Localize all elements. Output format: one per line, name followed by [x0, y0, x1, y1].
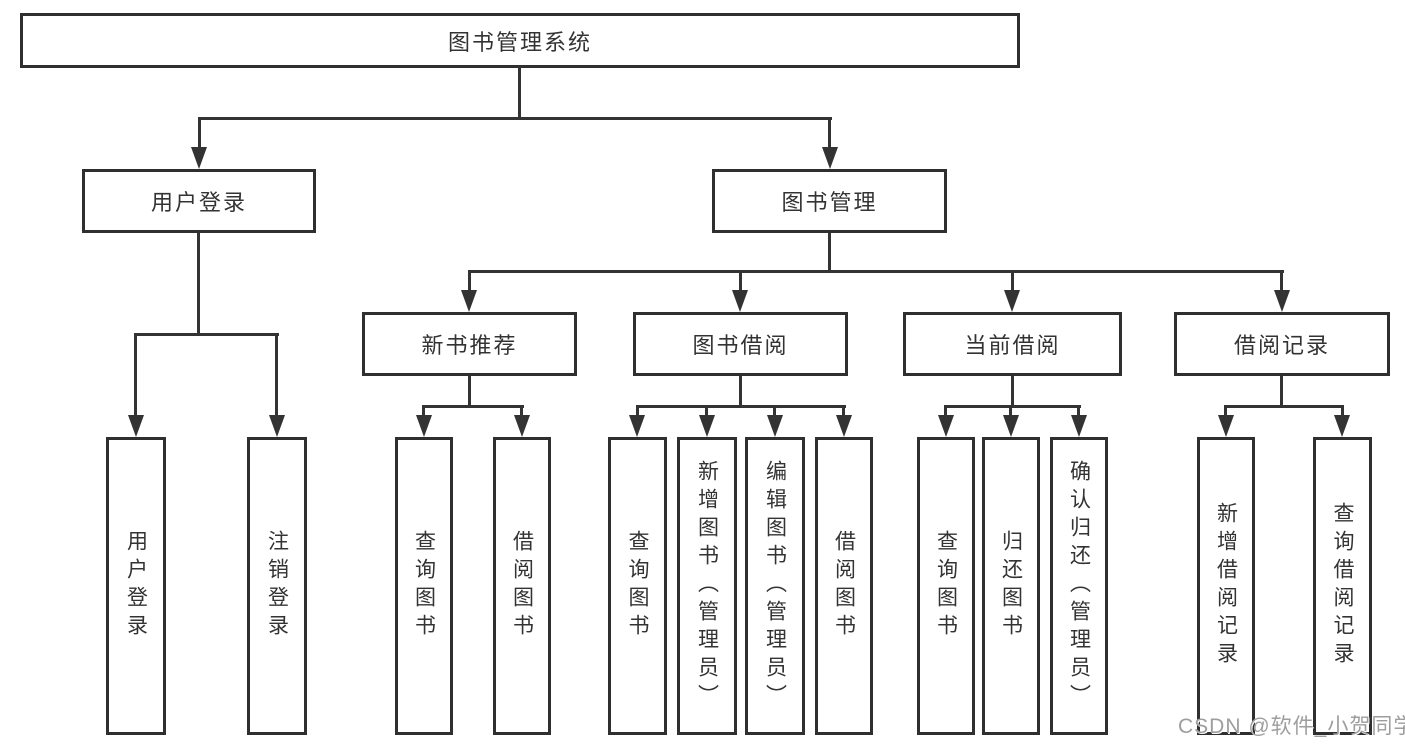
edge-user-login-branch-bar — [134, 333, 279, 336]
leaf-cb-confirm-return-admin-label: 确认归还（管理员） — [1067, 460, 1091, 712]
leaf-logout: 注销登录 — [247, 437, 307, 735]
edge-arrow-cb-confirm-head — [1071, 415, 1087, 437]
leaf-nb-borrow-books-label: 借阅图书 — [510, 530, 534, 642]
node-user-login: 用户登录 — [82, 169, 316, 233]
edge-arrow-bb-borrow-head — [836, 415, 852, 437]
edge-arrow-user-login-head — [191, 147, 207, 169]
edge-arrow-bb-query-shaft — [636, 405, 639, 417]
csdn-watermark: CSDN @软件_小贺同学 — [1178, 715, 1405, 738]
leaf-br-add-record: 新增借阅记录 — [1197, 437, 1255, 735]
node-book-management-label: 图书管理 — [781, 190, 878, 215]
node-book-management: 图书管理 — [712, 169, 947, 233]
edge-arrow-cb-query-head — [938, 415, 954, 437]
leaf-logout-label: 注销登录 — [265, 530, 289, 642]
edge-arrow-cb-query-shaft — [944, 405, 947, 417]
edge-arrow-leaf-login-shaft — [134, 333, 137, 415]
edge-current-borrow-branch-bar — [944, 405, 1081, 408]
edge-arrow-leaf-logout-head — [269, 415, 285, 437]
edge-arrow-nb-borrow-head — [514, 415, 530, 437]
edge-arrow-current-borrow-shaft — [1011, 270, 1014, 292]
leaf-cb-return-books: 归还图书 — [982, 437, 1040, 735]
leaf-user-login: 用户登录 — [106, 437, 166, 735]
edge-book-borrow-branch-bar — [636, 405, 846, 408]
node-borrow-record: 借阅记录 — [1174, 312, 1390, 376]
edge-book-mgmt-stem — [828, 233, 831, 273]
edge-arrow-current-borrow-head — [1004, 290, 1020, 312]
edge-arrow-cb-confirm-shaft — [1077, 405, 1080, 417]
node-new-book-recommend: 新书推荐 — [362, 312, 577, 376]
node-root-system: 图书管理系统 — [20, 13, 1020, 68]
edge-arrow-leaf-logout-shaft — [275, 333, 278, 415]
edge-arrow-cb-return-head — [1003, 415, 1019, 437]
edge-arrow-book-borrow-shaft — [739, 270, 742, 292]
edge-arrow-borrow-record-head — [1274, 290, 1290, 312]
leaf-cb-return-books-label: 归还图书 — [999, 530, 1023, 642]
edge-arrow-user-login-shaft — [198, 117, 201, 149]
edge-arrow-bb-edit-head — [767, 415, 783, 437]
edge-arrow-nb-query-head — [416, 415, 432, 437]
node-user-login-label: 用户登录 — [150, 190, 247, 215]
leaf-bb-query-books: 查询图书 — [608, 437, 667, 735]
leaf-bb-borrow-books-label: 借阅图书 — [832, 530, 856, 642]
edge-current-borrow-stem — [1011, 376, 1014, 408]
leaf-nb-borrow-books: 借阅图书 — [493, 437, 551, 735]
node-new-book-recommend-label: 新书推荐 — [421, 333, 518, 358]
edge-arrow-bb-query-head — [629, 415, 645, 437]
edge-arrow-bb-add-head — [699, 415, 715, 437]
edge-arrow-new-book-shaft — [468, 270, 471, 292]
edge-arrow-bb-add-shaft — [705, 405, 708, 417]
leaf-cb-confirm-return-admin: 确认归还（管理员） — [1050, 437, 1108, 735]
edge-arrow-nb-borrow-shaft — [520, 405, 523, 417]
edge-arrow-book-borrow-head — [732, 290, 748, 312]
edge-arrow-new-book-head — [461, 290, 477, 312]
node-book-borrow: 图书借阅 — [633, 312, 848, 376]
edge-arrow-cb-return-shaft — [1009, 405, 1012, 417]
edge-arrow-bb-edit-shaft — [773, 405, 776, 417]
leaf-bb-edit-books-admin: 编辑图书（管理员） — [745, 437, 805, 735]
edge-user-login-stem — [197, 233, 200, 336]
edge-arrow-br-query-head — [1334, 415, 1350, 437]
leaf-nb-query-books: 查询图书 — [395, 437, 453, 735]
edge-root-branch-bar — [198, 117, 832, 120]
node-root-label: 图书管理系统 — [447, 29, 592, 55]
leaf-br-query-record-label: 查询借阅记录 — [1331, 502, 1354, 670]
leaf-br-query-record: 查询借阅记录 — [1313, 437, 1372, 735]
edge-arrow-nb-query-shaft — [422, 405, 425, 417]
edge-arrow-borrow-record-shaft — [1280, 270, 1283, 292]
edge-book-mgmt-branch-bar — [468, 270, 1284, 273]
edge-root-stem — [518, 66, 521, 119]
leaf-bb-add-books-admin-label: 新增图书（管理员） — [695, 460, 719, 712]
edge-borrow-record-stem — [1280, 376, 1283, 408]
node-current-borrow: 当前借阅 — [903, 312, 1122, 376]
edge-arrow-br-add-shaft — [1224, 405, 1227, 417]
edge-arrow-bb-borrow-shaft — [842, 405, 845, 417]
edge-borrow-record-branch-bar — [1224, 405, 1344, 408]
edge-new-book-branch-bar — [422, 405, 524, 408]
edge-book-borrow-stem — [739, 376, 742, 408]
leaf-cb-query-books-label: 查询图书 — [934, 530, 958, 642]
node-current-borrow-label: 当前借阅 — [964, 333, 1061, 358]
edge-new-book-stem — [468, 376, 471, 408]
leaf-cb-query-books: 查询图书 — [917, 437, 975, 735]
node-book-borrow-label: 图书借阅 — [692, 333, 789, 358]
edge-arrow-book-mgmt-head — [822, 147, 838, 169]
leaf-br-add-record-label: 新增借阅记录 — [1214, 502, 1238, 670]
edge-arrow-br-add-head — [1218, 415, 1234, 437]
leaf-nb-query-books-label: 查询图书 — [412, 530, 436, 642]
edge-arrow-leaf-login-head — [128, 415, 144, 437]
leaf-bb-borrow-books: 借阅图书 — [815, 437, 873, 735]
leaf-bb-add-books-admin: 新增图书（管理员） — [677, 437, 737, 735]
leaf-bb-query-books-label: 查询图书 — [626, 530, 649, 642]
leaf-user-login-label: 用户登录 — [124, 530, 148, 642]
edge-arrow-br-query-shaft — [1341, 405, 1344, 417]
leaf-bb-edit-books-admin-label: 编辑图书（管理员） — [763, 460, 787, 712]
node-borrow-record-label: 借阅记录 — [1233, 333, 1330, 358]
edge-arrow-book-mgmt-shaft — [828, 117, 831, 149]
